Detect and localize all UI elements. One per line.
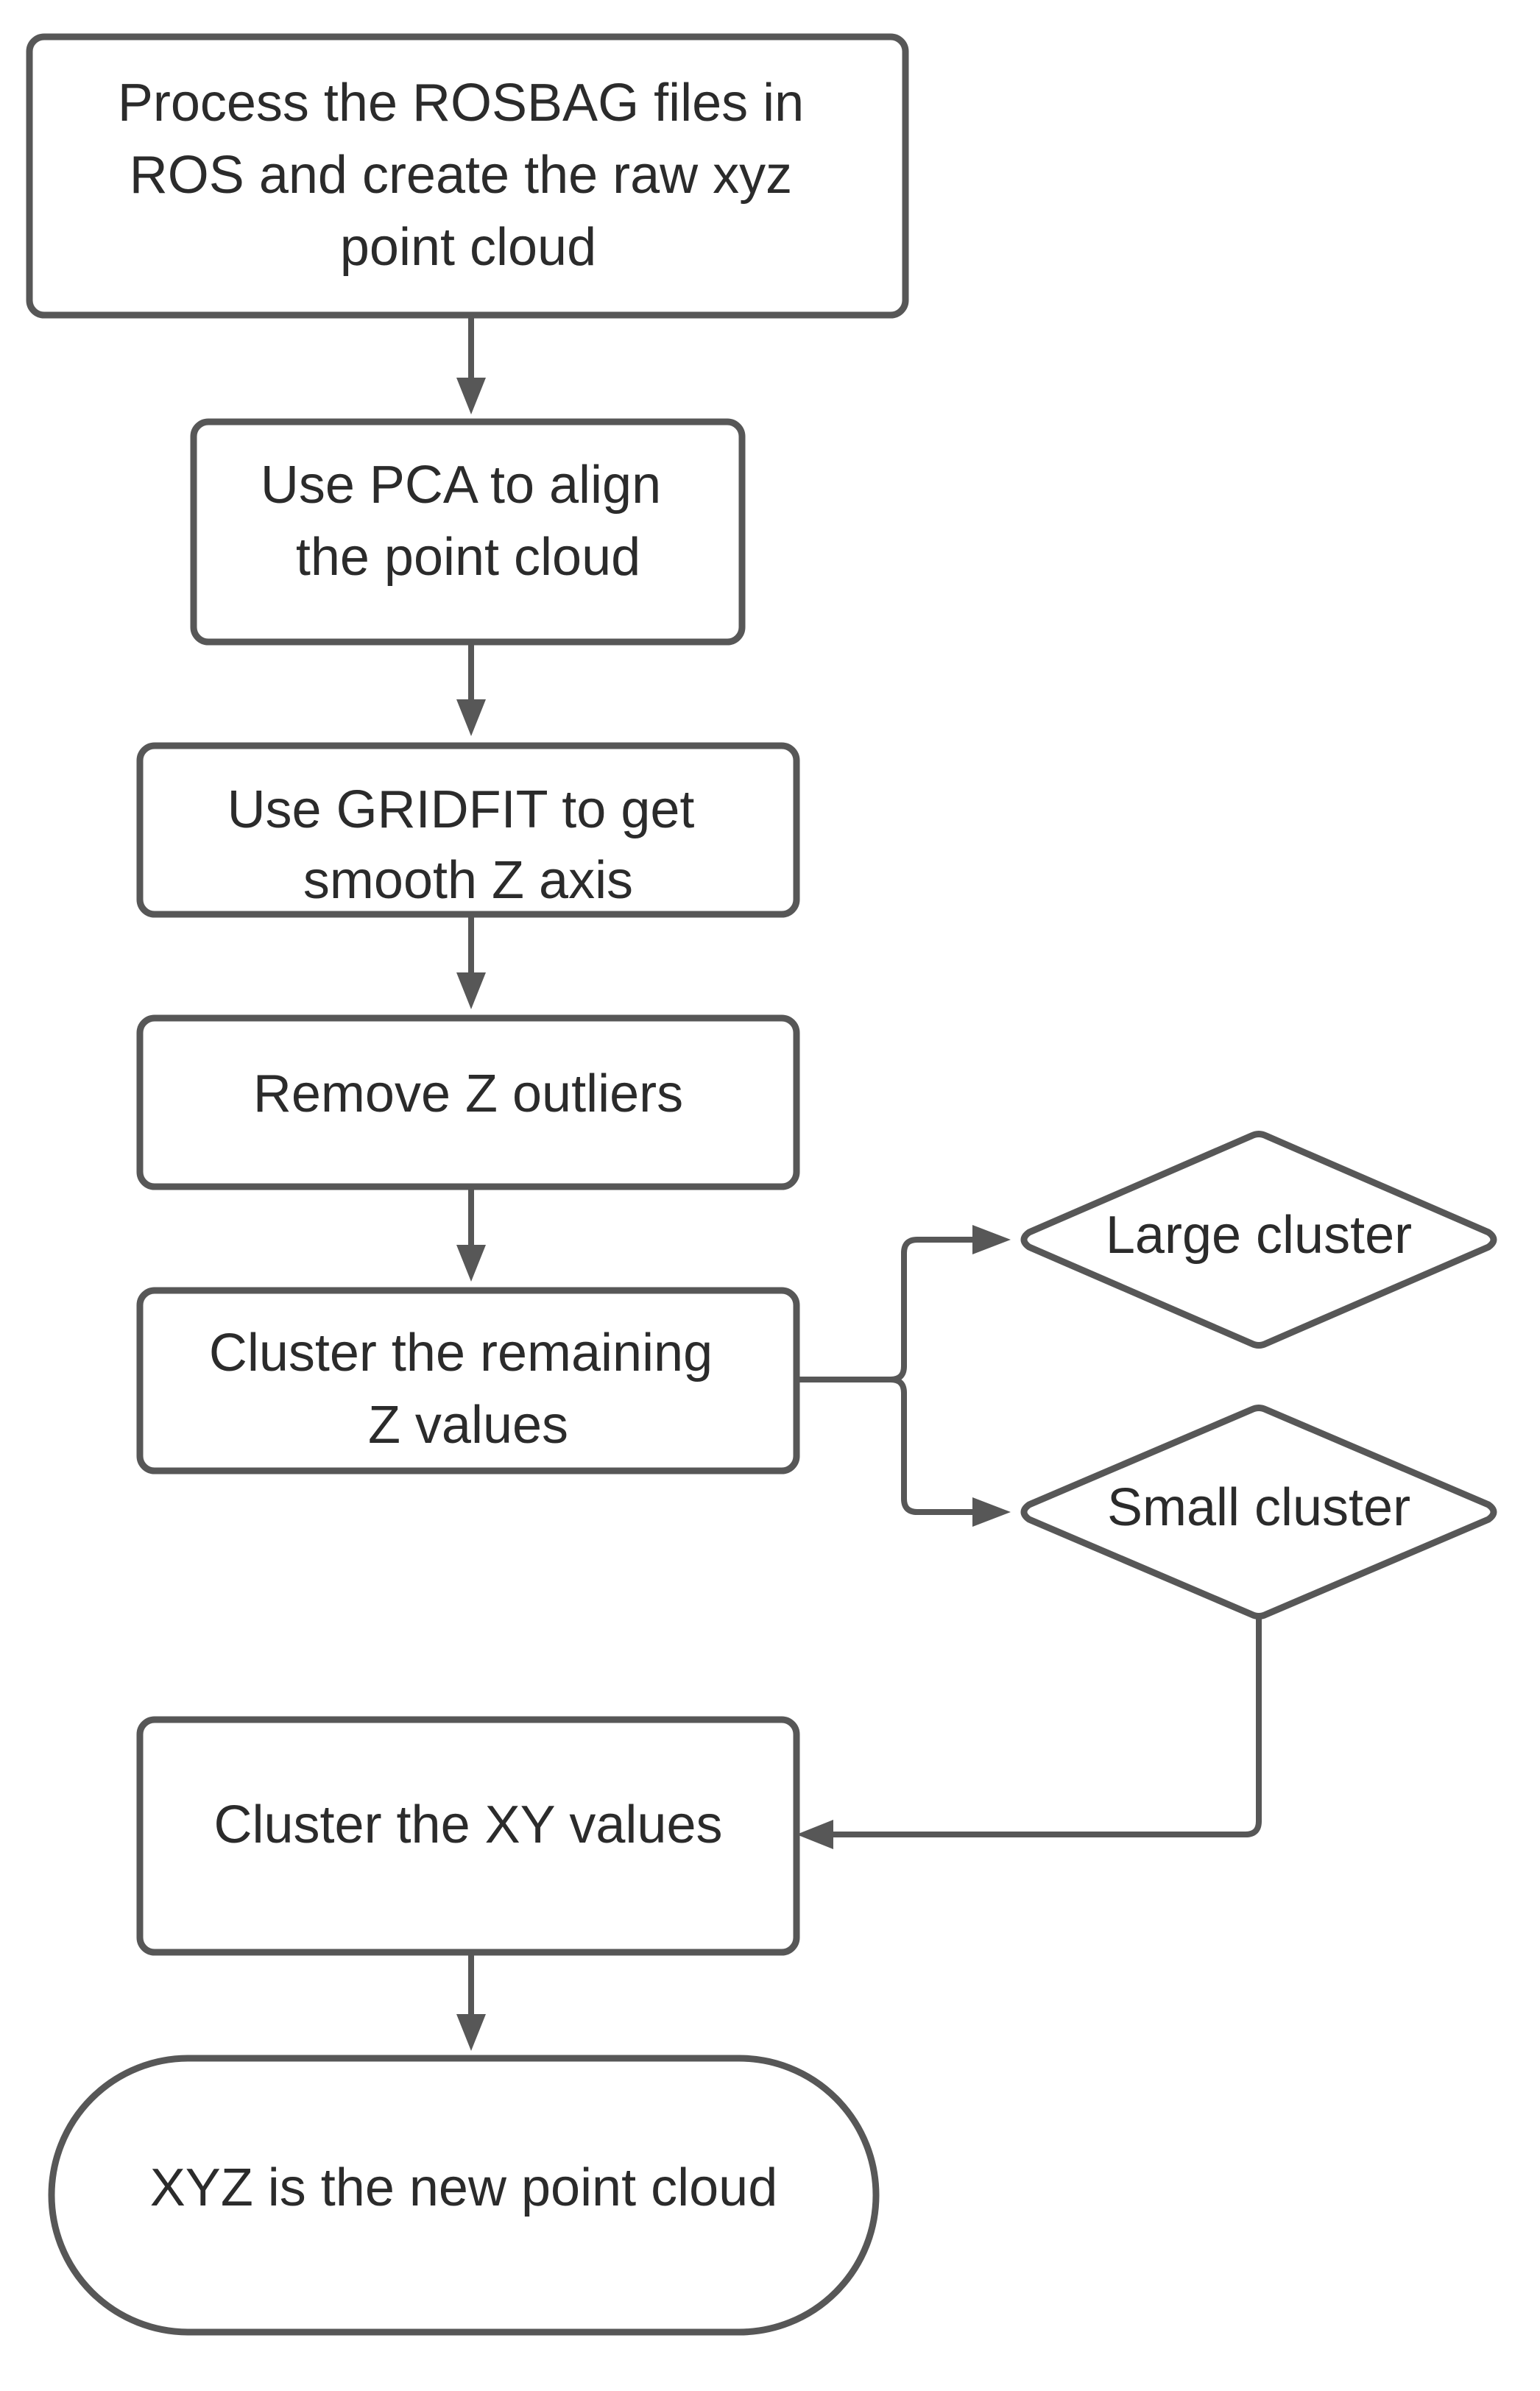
node-gridfit: Use GRIDFIT to get smooth Z axis [136, 742, 800, 918]
node-label-line: Z values [368, 1396, 568, 1455]
node-label-line: Remove Z outliers [253, 1064, 683, 1123]
node-label-line: ROS and create the raw xyz [130, 146, 792, 205]
edge-cluster-xy-to-new-point-cloud [456, 1952, 486, 2051]
edge-cluster-z-to-large-cluster [797, 1225, 1011, 1382]
edge-gridfit-to-remove-outliers [456, 914, 486, 1009]
node-pca-align: Use PCA to align the point cloud [190, 418, 746, 646]
node-large-cluster: Large cluster [1020, 1131, 1497, 1349]
node-label-line: Use PCA to align [261, 456, 661, 515]
node-small-cluster-label: Small cluster [1107, 1478, 1410, 1537]
node-label-line: Small cluster [1107, 1478, 1410, 1537]
node-process-rosbag-label: Process the ROSBAG files in ROS and crea… [118, 74, 819, 277]
node-label-line: Large cluster [1106, 1206, 1412, 1265]
node-label-line: Cluster the XY values [213, 1795, 722, 1854]
node-label-line: Use GRIDFIT to get [227, 780, 695, 839]
node-process-rosbag: Process the ROSBAG files in ROS and crea… [26, 33, 909, 319]
node-remove-outliers-label: Remove Z outliers [253, 1064, 683, 1123]
node-label-line: point cloud [340, 218, 596, 277]
node-pca-align-label: Use PCA to align the point cloud [261, 456, 676, 587]
edge-remove-outliers-to-cluster-z [456, 1187, 486, 1282]
node-gridfit-label: Use GRIDFIT to get smooth Z axis [227, 780, 710, 910]
node-label-line: Process the ROSBAG files in [118, 74, 804, 133]
node-cluster-xy-label: Cluster the XY values [213, 1795, 722, 1854]
edge-pca-align-to-gridfit [456, 642, 486, 736]
node-large-cluster-label: Large cluster [1106, 1206, 1412, 1265]
node-cluster-xy: Cluster the XY values [136, 1716, 800, 1956]
node-remove-outliers: Remove Z outliers [136, 1014, 800, 1190]
node-label-line: XYZ is the new point cloud [150, 2158, 777, 2217]
edge-process-rosbag-to-pca-align [456, 315, 486, 414]
node-label-line: smooth Z axis [303, 851, 633, 910]
node-label-line: Cluster the remaining [209, 1324, 713, 1382]
node-new-point-cloud-label: XYZ is the new point cloud [150, 2158, 777, 2217]
node-small-cluster: Small cluster [1020, 1405, 1497, 1620]
node-label-line: the point cloud [296, 528, 640, 587]
nodes: Process the ROSBAG files in ROS and crea… [26, 33, 1497, 2336]
node-cluster-z: Cluster the remaining Z values [136, 1287, 800, 1474]
edge-small-cluster-to-cluster-xy [797, 1618, 1262, 1849]
edge-cluster-z-to-small-cluster [890, 1377, 1011, 1527]
connectors [456, 315, 1262, 2051]
node-new-point-cloud: XYZ is the new point cloud [48, 2055, 880, 2336]
node-cluster-z-label: Cluster the remaining Z values [209, 1324, 727, 1455]
